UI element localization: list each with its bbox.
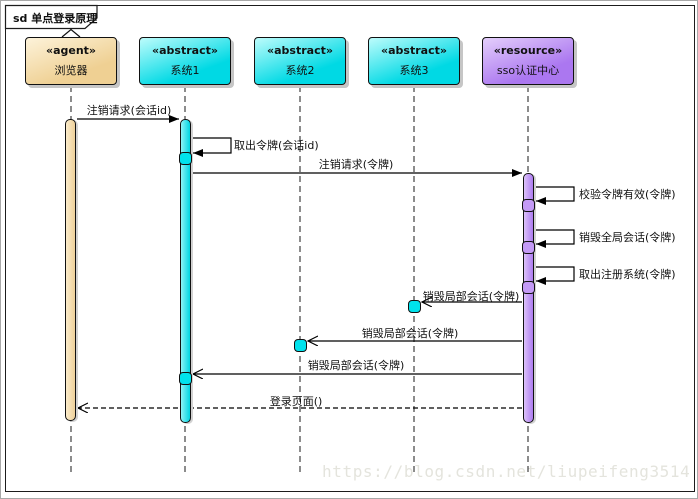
stereotype-label: «agent»: [45, 44, 97, 57]
diagram-frame: [5, 5, 695, 492]
lifeline-name: 系统3: [399, 64, 429, 77]
message-line-get-registered-systems-self: [534, 266, 575, 285]
activation-square-sso-get-systems: [522, 281, 535, 294]
lifeline-head-sso: «resource» sso认证中心: [482, 37, 574, 85]
lifeline-name: 系统1: [170, 64, 200, 77]
message-label-login-page: 登录页面(): [269, 395, 323, 408]
message-label-destroy-local-sys1: 销毁局部会话(令牌): [307, 359, 405, 372]
message-label-destroy-local-sys3: 销毁局部会话(令牌): [422, 290, 520, 303]
stereotype-label: «abstract»: [152, 44, 218, 57]
message-label-destroy-global-session: 销毁全局会话(令牌): [579, 231, 676, 244]
activation-square-system1-destroy-local: [179, 372, 192, 385]
message-label-get-registered-systems: 取出注册系统(令牌): [579, 268, 676, 281]
lifeline-name: 系统2: [285, 64, 315, 77]
message-line-destroy-global-session-self: [534, 229, 575, 248]
activation-bar-sso: [523, 173, 534, 423]
activation-square-system2-destroy-local: [294, 339, 307, 352]
message-label-verify-token: 校验令牌有效(令牌): [579, 188, 676, 201]
stereotype-label: «abstract»: [267, 44, 333, 57]
activation-square-sso-verify-token: [522, 199, 535, 212]
message-label-take-token: 取出令牌(会话id): [234, 139, 319, 152]
message-line-verify-token-self: [534, 186, 575, 205]
message-label-destroy-local-sys2: 销毁局部会话(令牌): [361, 327, 459, 340]
lifeline-name: sso认证中心: [496, 64, 560, 77]
frame-title-pentagon: [4, 4, 98, 30]
frame-title: sd 单点登录原理: [13, 12, 98, 25]
activation-bar-system1: [180, 119, 191, 423]
message-label-logout-request-session: 注销请求(会话id): [86, 104, 172, 117]
lifeline-head-system1: «abstract» 系统1: [139, 37, 231, 85]
lifeline-name: 浏览器: [54, 64, 88, 77]
message-label-logout-request-token: 注销请求(令牌): [318, 158, 394, 171]
lifeline-head-system3: «abstract» 系统3: [368, 37, 460, 85]
stereotype-label: «resource»: [493, 44, 563, 57]
activation-square-system1-take-token: [179, 152, 192, 165]
stereotype-label: «abstract»: [381, 44, 447, 57]
message-line-take-token-self: [191, 137, 232, 157]
lifeline-head-system2: «abstract» 系统2: [254, 37, 346, 85]
lifeline-head-browser: «agent» 浏览器: [25, 37, 117, 85]
activation-square-system3-destroy-local: [408, 300, 421, 313]
agent-triangle-icon: [61, 28, 81, 38]
activation-bar-browser: [65, 119, 76, 421]
activation-square-sso-destroy-global: [522, 241, 535, 254]
